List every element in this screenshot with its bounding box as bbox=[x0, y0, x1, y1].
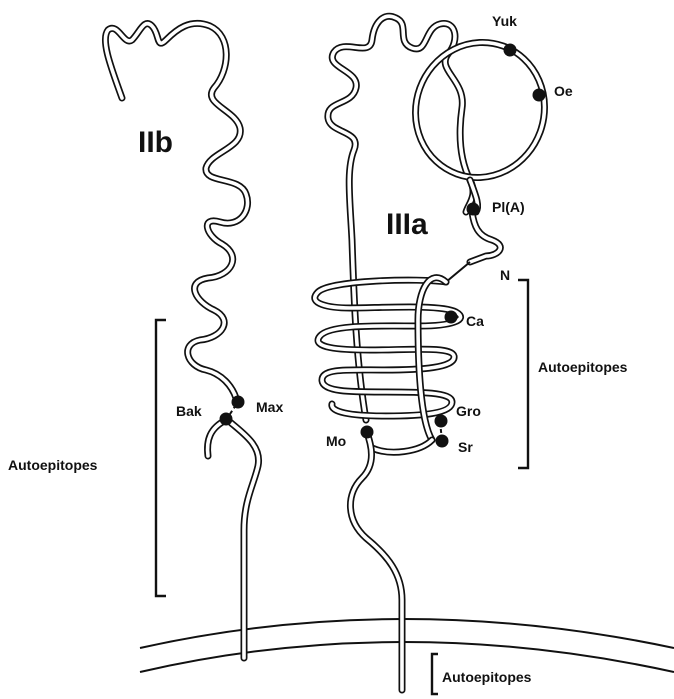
site-label-sr: Sr bbox=[458, 439, 473, 455]
site-label-bak: Bak bbox=[176, 403, 202, 419]
autoepitopes-bottom-label: Autoepitopes bbox=[442, 669, 532, 685]
site-label-yuk: Yuk bbox=[492, 13, 517, 29]
site-dot-mo bbox=[361, 426, 374, 439]
site-dot-pla bbox=[467, 203, 480, 216]
autoepitopes-left-label: Autoepitopes bbox=[8, 457, 98, 473]
site-dot-max bbox=[232, 396, 245, 409]
bracket-right bbox=[518, 280, 528, 468]
site-label-mo: Mo bbox=[326, 433, 346, 449]
site-label-ca: Ca bbox=[466, 313, 484, 329]
site-dot-sr bbox=[436, 435, 449, 448]
site-dot-ca bbox=[445, 311, 458, 324]
domain-iib-label: IIb bbox=[138, 126, 173, 159]
site-label-pla: Pl(A) bbox=[492, 199, 525, 215]
n-terminus-label: N bbox=[500, 267, 510, 283]
bracket-left bbox=[156, 320, 166, 596]
autoepitope-brackets bbox=[156, 280, 528, 694]
site-dot-gro bbox=[435, 415, 448, 428]
cell-membrane bbox=[140, 619, 674, 672]
site-dot-oe bbox=[533, 89, 546, 102]
gpiib-chain bbox=[105, 23, 258, 658]
site-label-max: Max bbox=[256, 399, 283, 415]
site-dot-bak bbox=[220, 413, 233, 426]
domain-iiia-label: IIIa bbox=[386, 208, 428, 241]
gpiiia-chain bbox=[315, 16, 564, 690]
autoepitopes-right-label: Autoepitopes bbox=[538, 359, 628, 375]
site-dot-yuk bbox=[504, 44, 517, 57]
bracket-bottom bbox=[432, 654, 438, 694]
site-label-oe: Oe bbox=[554, 83, 573, 99]
site-label-gro: Gro bbox=[456, 403, 481, 419]
